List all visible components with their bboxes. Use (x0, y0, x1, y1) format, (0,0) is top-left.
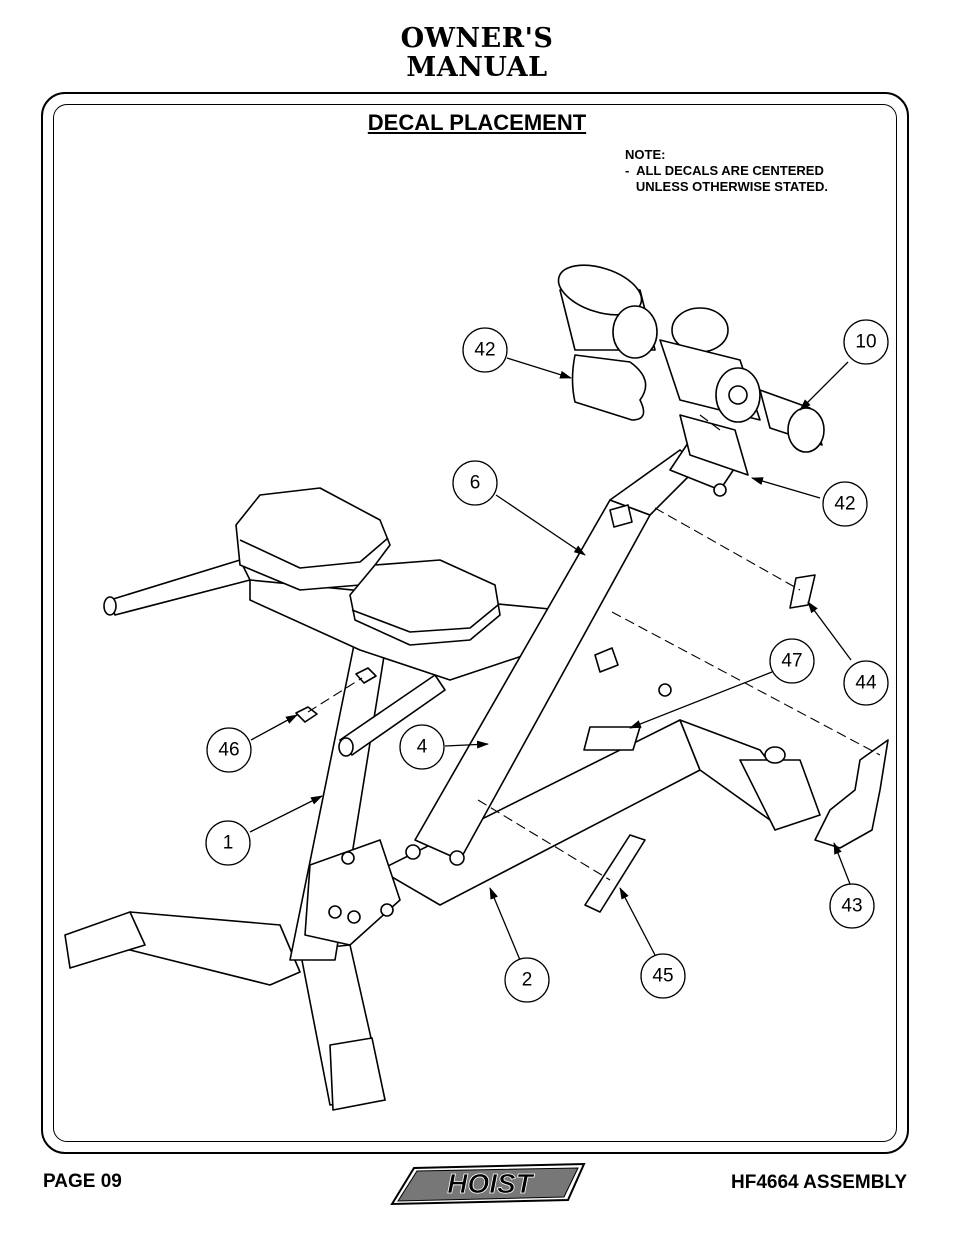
hoist-logo: HOIST (390, 1162, 586, 1206)
callout-4-circle (399, 724, 445, 770)
front-bolt (764, 746, 786, 764)
note-line-1: - ALL DECALS ARE CENTERED (625, 163, 824, 178)
note-heading: NOTE: (625, 147, 666, 162)
rear-handle-bar (109, 559, 251, 616)
note-block: NOTE: - ALL DECALS ARE CENTERED UNLESS O… (625, 147, 828, 195)
logo-text: HOIST (447, 1168, 535, 1199)
decal-42-right-shape (679, 414, 749, 476)
leader-lines (249, 357, 852, 961)
manual-header: OWNER'S MANUAL (0, 24, 954, 82)
pop-pin-knob-lower (594, 647, 619, 673)
note-line-2: UNLESS OTHERWISE STATED. (625, 179, 828, 194)
plate-bolt-3 (347, 910, 361, 924)
bench-drawing (64, 264, 889, 1111)
section-title: DECAL PLACEMENT (367, 110, 587, 135)
callout-42-right-circle (822, 481, 868, 527)
roller-hub (728, 385, 748, 405)
plate-bolt-4 (380, 903, 394, 917)
callout-10-circle (843, 319, 889, 365)
decal-44-shape (789, 574, 816, 609)
callout-42-top-circle (462, 327, 508, 373)
pop-pin-knob-upper (609, 504, 633, 528)
roller-pad-left-end (557, 264, 643, 316)
callout-2-circle (504, 957, 550, 1003)
callout-47-circle (769, 638, 815, 684)
bracket-bolt (713, 483, 727, 497)
pivot-bolt (449, 850, 465, 866)
callout-4: 4 (417, 737, 428, 758)
rear-handle-end (103, 596, 117, 616)
callout-45-circle (640, 953, 686, 999)
cross-handle-end (338, 737, 354, 757)
column-bolt (658, 683, 672, 697)
page-frame-inner (53, 104, 897, 1142)
page-number: PAGE 09 (43, 1171, 122, 1192)
callout-46-circle (206, 727, 252, 773)
back-pad (235, 487, 391, 591)
decal-42-left-shape (571, 354, 647, 421)
decal-45-shape (584, 834, 646, 913)
callout-1-circle (205, 820, 251, 866)
foot-cap-front (329, 1037, 386, 1111)
roller-tube-end (787, 407, 825, 453)
callout-10: 10 (855, 332, 876, 353)
callout-6: 6 (470, 473, 481, 494)
decal-43-shape (814, 739, 889, 849)
base-leg-left (129, 911, 301, 986)
callout-labels: 42 10 6 42 44 47 46 4 1 43 2 45 (218, 332, 877, 991)
callout-47: 47 (781, 651, 802, 672)
page-frame-outer (41, 92, 909, 1154)
callout-46: 46 (218, 740, 239, 761)
callout-2: 2 (522, 970, 533, 991)
callout-43-circle (829, 883, 875, 929)
callout-42-top: 42 (474, 340, 495, 361)
callout-45: 45 (652, 966, 673, 987)
header-line-1: OWNER'S (400, 23, 554, 54)
callout-44-circle (843, 660, 889, 706)
callout-44: 44 (855, 673, 877, 694)
header-line-2: MANUAL (406, 52, 548, 83)
back-pad-edge (239, 537, 389, 569)
side-plate (304, 839, 401, 946)
foot-cap-left (64, 911, 146, 969)
callout-6-circle (452, 460, 498, 506)
plate-bolt-1 (341, 851, 355, 865)
seat-pad-edge (351, 604, 499, 633)
callout-circles (205, 319, 889, 1003)
roller-pad-left-face (612, 305, 658, 359)
alignment-lines (307, 414, 881, 881)
decal-47-shape (583, 726, 641, 751)
callout-42-right: 42 (834, 494, 855, 515)
plate-bolt-2 (328, 905, 342, 919)
callout-1: 1 (223, 833, 234, 854)
model-label: HF4664 ASSEMBLY (731, 1172, 907, 1193)
decal-46-shape (295, 706, 318, 723)
pivot-bolt-2 (405, 844, 421, 860)
callout-43: 43 (841, 896, 862, 917)
